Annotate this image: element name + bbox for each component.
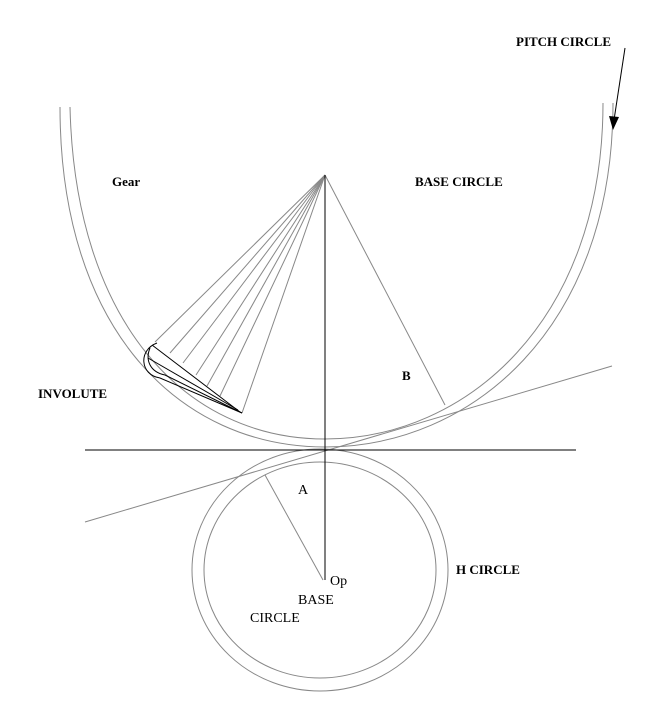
radial-lines <box>154 174 326 414</box>
op-label: Op <box>330 574 348 589</box>
gear-base-circle-arc <box>69 102 604 440</box>
radius-a-line <box>264 474 324 581</box>
radius-b-line <box>324 174 446 406</box>
gear-pitch-circle-arc <box>59 102 614 448</box>
b-label: B <box>402 368 411 383</box>
pinion-base-circle <box>203 461 437 679</box>
base-circle-label: BASE CIRCLE <box>415 174 503 189</box>
pinion-outer-circle <box>191 448 449 692</box>
involute-label: INVOLUTE <box>38 386 108 401</box>
a-label: A <box>298 483 309 498</box>
circle-label: CIRCLE <box>250 611 300 626</box>
arrow-icon <box>609 47 626 130</box>
tangent-line <box>84 365 613 523</box>
pitch-circle-label: PITCH CIRCLE <box>516 34 611 49</box>
involute-curve <box>143 342 243 414</box>
gear-label: Gear <box>112 174 141 189</box>
h-circle-label: H CIRCLE <box>456 562 520 577</box>
base-label: BASE <box>298 593 334 608</box>
